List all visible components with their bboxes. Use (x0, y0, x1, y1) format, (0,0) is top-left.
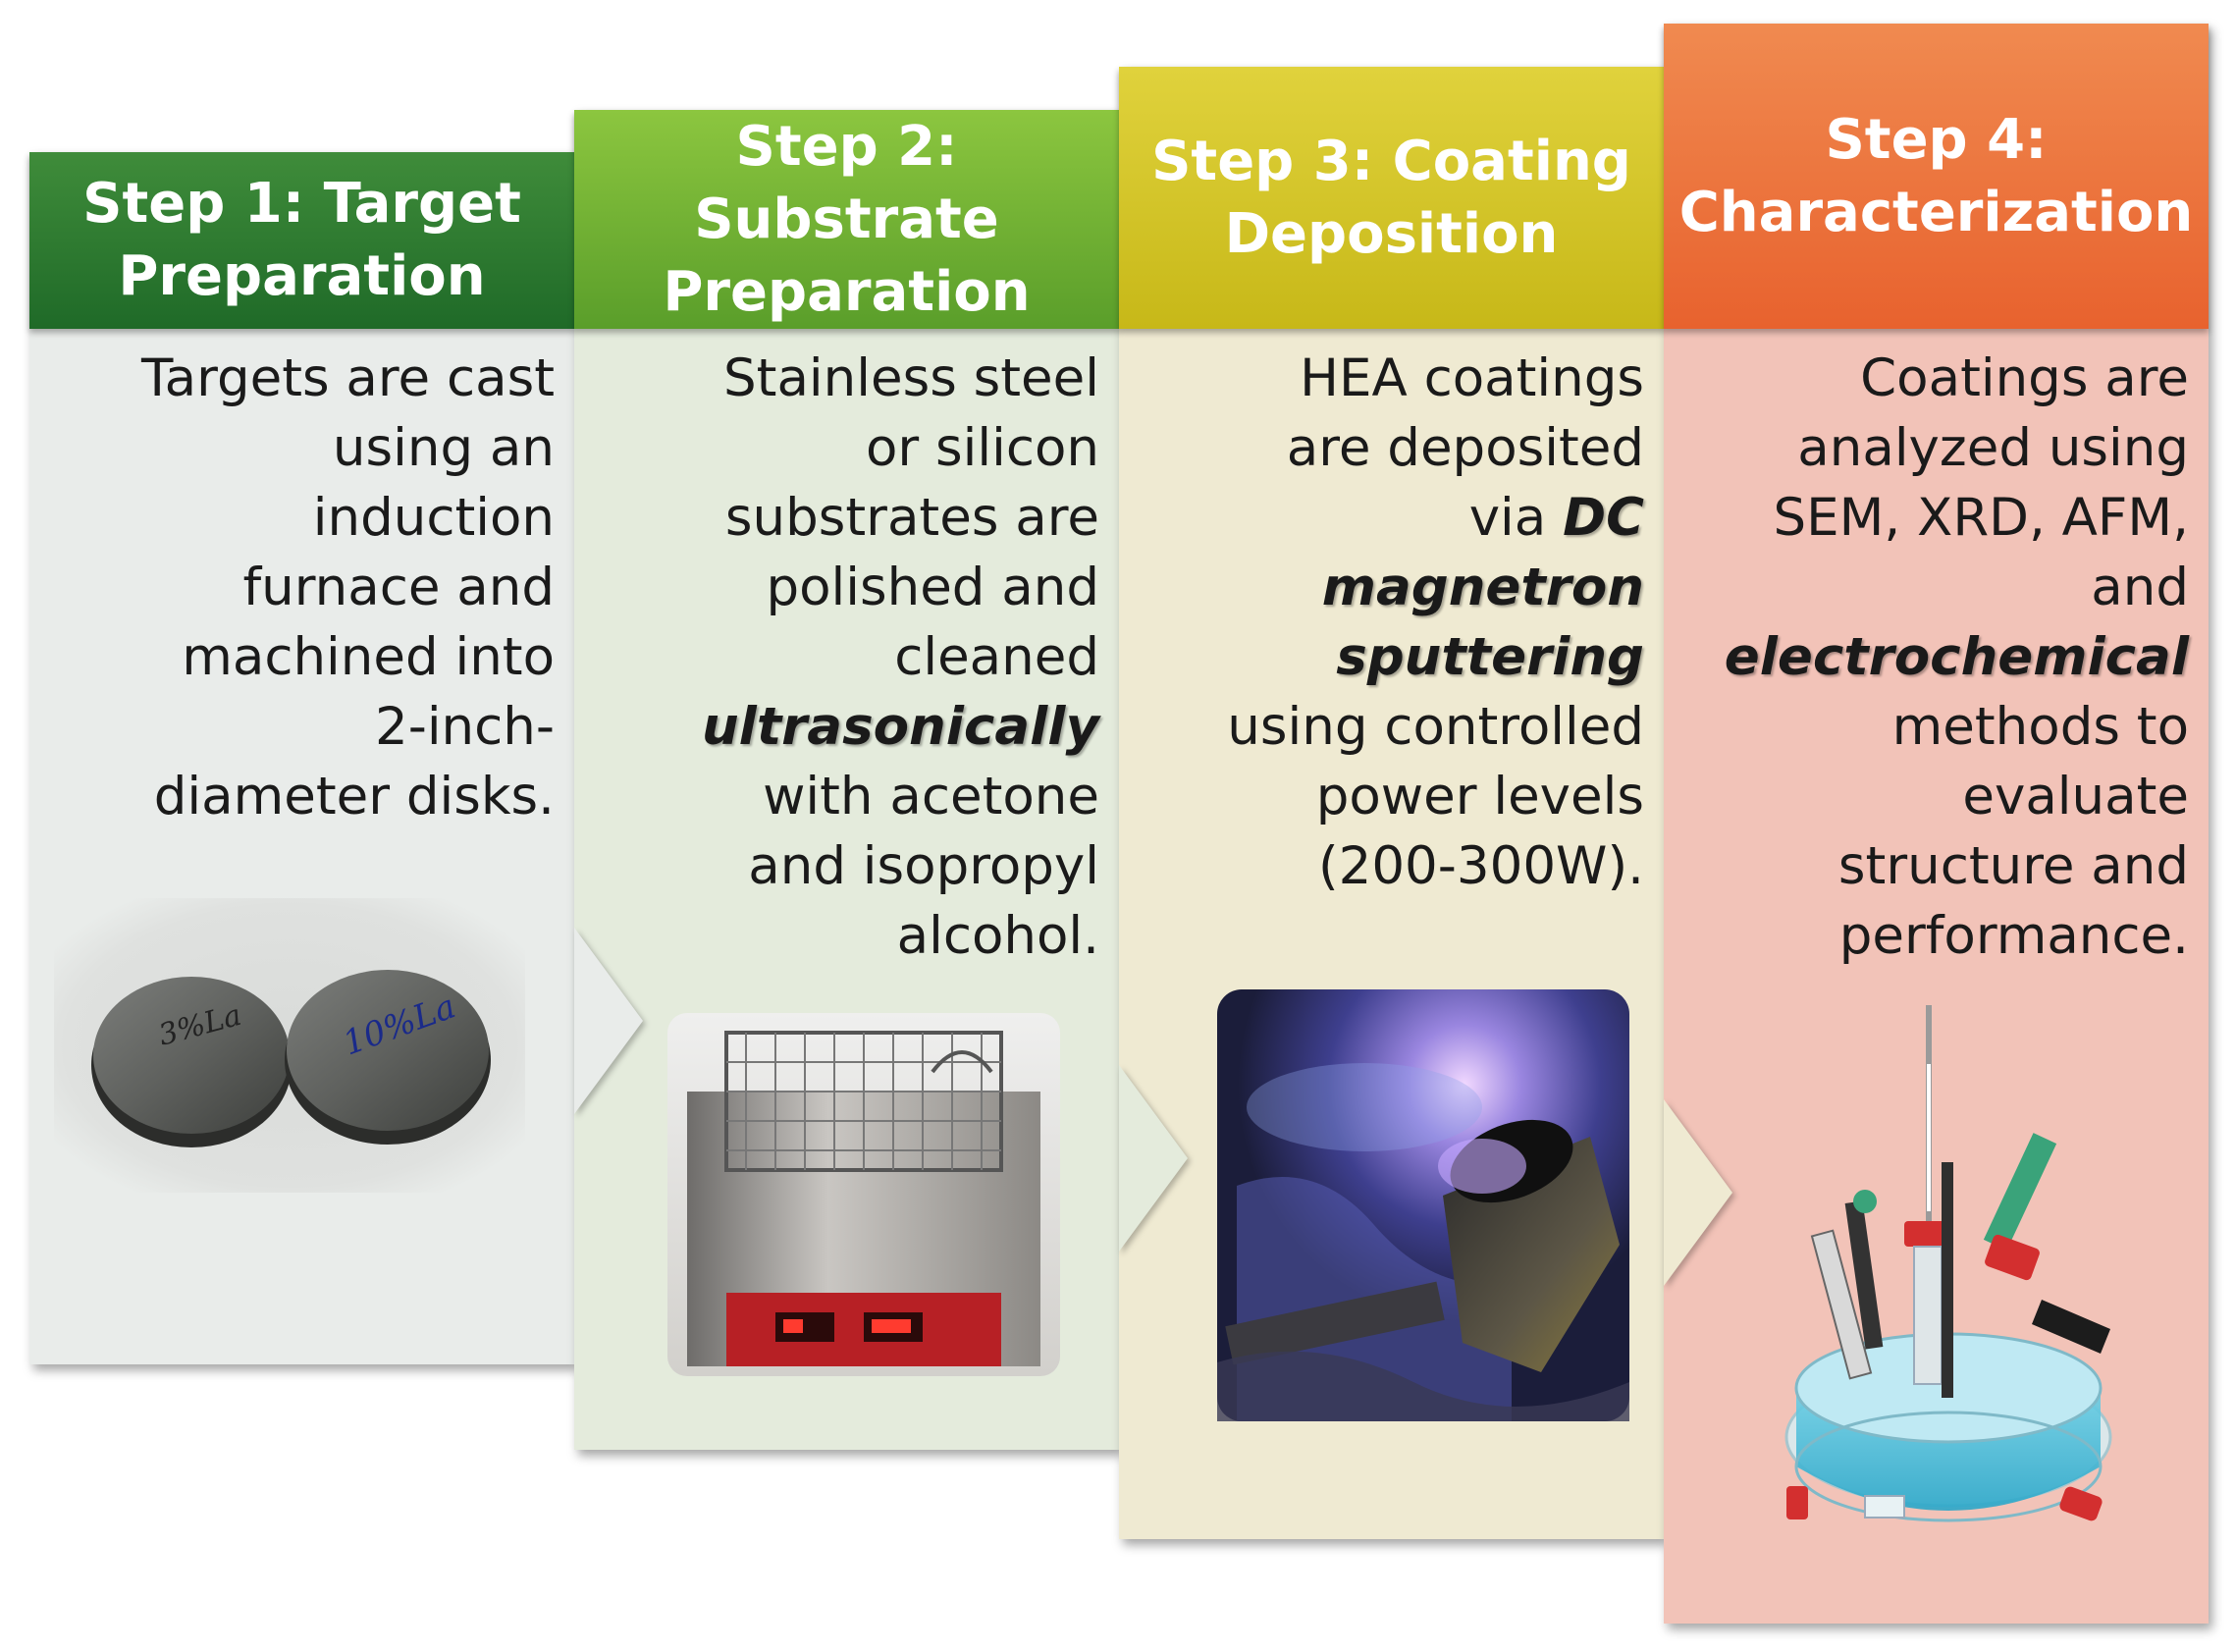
description-line: methods to (1891, 697, 2189, 757)
description-line: cleaned (894, 627, 1099, 687)
step-3-header: Step 3: Coating Deposition (1119, 67, 1664, 329)
description-line: using an (332, 418, 555, 478)
step-3-title-line1: Step 3: Coating (1151, 129, 1631, 193)
description-line: machined into (182, 627, 555, 687)
description-line: polished and (766, 558, 1099, 617)
arrow-step-1-to-2 (574, 928, 643, 1114)
description-line: 2-inch- (374, 697, 555, 757)
emphasis-ultrasonically: ultrasonically (701, 697, 1099, 757)
description-line: ultrasonically (702, 692, 1099, 762)
arrow-step-2-to-3 (1119, 1065, 1188, 1252)
step-4-description: Coatings are analyzed using SEM, XRD, AF… (1725, 344, 2189, 971)
emphasis-electrochemical: electrochemical (1724, 627, 2189, 687)
step-1-description: Targets are cast using an induction furn… (141, 344, 555, 831)
target-disks-photo: 3%La 10%La (54, 898, 525, 1193)
step-1-title-line2: Preparation (118, 244, 486, 308)
description-line: substrates are (724, 488, 1099, 548)
description-line: with acetone (763, 767, 1099, 826)
description-line: and isopropyl (748, 836, 1099, 896)
description-line: via DC (1468, 488, 1644, 548)
description-line: are deposited (1286, 418, 1644, 478)
description-line: induction (312, 488, 555, 548)
description-line: performance. (1838, 906, 2189, 966)
description-line: furnace and (242, 558, 555, 617)
description-line: diameter disks. (153, 767, 555, 826)
step-2-header: Step 2: Substrate Preparation (574, 110, 1119, 329)
description-line: alcohol. (896, 906, 1099, 966)
description-line: SEM, XRD, AFM, (1773, 488, 2189, 548)
step-2-title-line1: Step 2: Substrate (694, 114, 999, 251)
description-line: Targets are cast (141, 348, 555, 408)
emphasis-sputtering: sputtering (1336, 627, 1644, 687)
emphasis-dc: DC (1563, 488, 1644, 548)
description-line: evaluate (1962, 767, 2189, 826)
description-line: (200-300W). (1317, 836, 1644, 896)
step-2-description: Stainless steel or silicon substrates ar… (702, 344, 1099, 971)
description-line: analyzed using (1797, 418, 2189, 478)
step-4-title-line2: Characterization (1678, 180, 2194, 244)
description-line: using controlled (1227, 697, 1644, 757)
description-line: magnetron (1227, 553, 1644, 622)
step-4-panel: Step 4: Characterization Coatings are an… (1664, 24, 2209, 1624)
step-1-header: Step 1: Target Preparation (29, 152, 574, 329)
emphasis-magnetron: magnetron (1321, 558, 1644, 617)
arrow-step-3-to-4 (1664, 1099, 1732, 1286)
step-2-title-line2: Preparation (663, 259, 1031, 324)
description-line: Coatings are (1860, 348, 2189, 408)
step-1-panel: Step 1: Target Preparation Targets are c… (29, 152, 574, 1364)
description-line: or silicon (865, 418, 1099, 478)
sputtering-chamber-photo (1217, 989, 1629, 1421)
step-3-description: HEA coatings are deposited via DC magnet… (1227, 344, 1644, 901)
description-line: power levels (1315, 767, 1644, 826)
description-line: and (2091, 558, 2189, 617)
ultrasonic-cleaner-photo (667, 1013, 1060, 1376)
step-1-title-line1: Step 1: Target (82, 172, 521, 236)
electrochemical-cell-photo (1784, 1005, 2112, 1522)
description-line: Stainless steel (723, 348, 1099, 408)
step-4-title-line1: Step 4: (1825, 107, 2048, 172)
step-4-header: Step 4: Characterization (1664, 24, 2209, 329)
step-3-title-line2: Deposition (1224, 201, 1559, 266)
description-line: structure and (1837, 836, 2189, 896)
description-line: electrochemical (1725, 622, 2189, 692)
description-line: sputtering (1227, 622, 1644, 692)
step-3-panel: Step 3: Coating Deposition HEA coatings … (1119, 67, 1664, 1539)
step-2-panel: Step 2: Substrate Preparation Stainless … (574, 110, 1119, 1450)
description-line: HEA coatings (1300, 348, 1644, 408)
